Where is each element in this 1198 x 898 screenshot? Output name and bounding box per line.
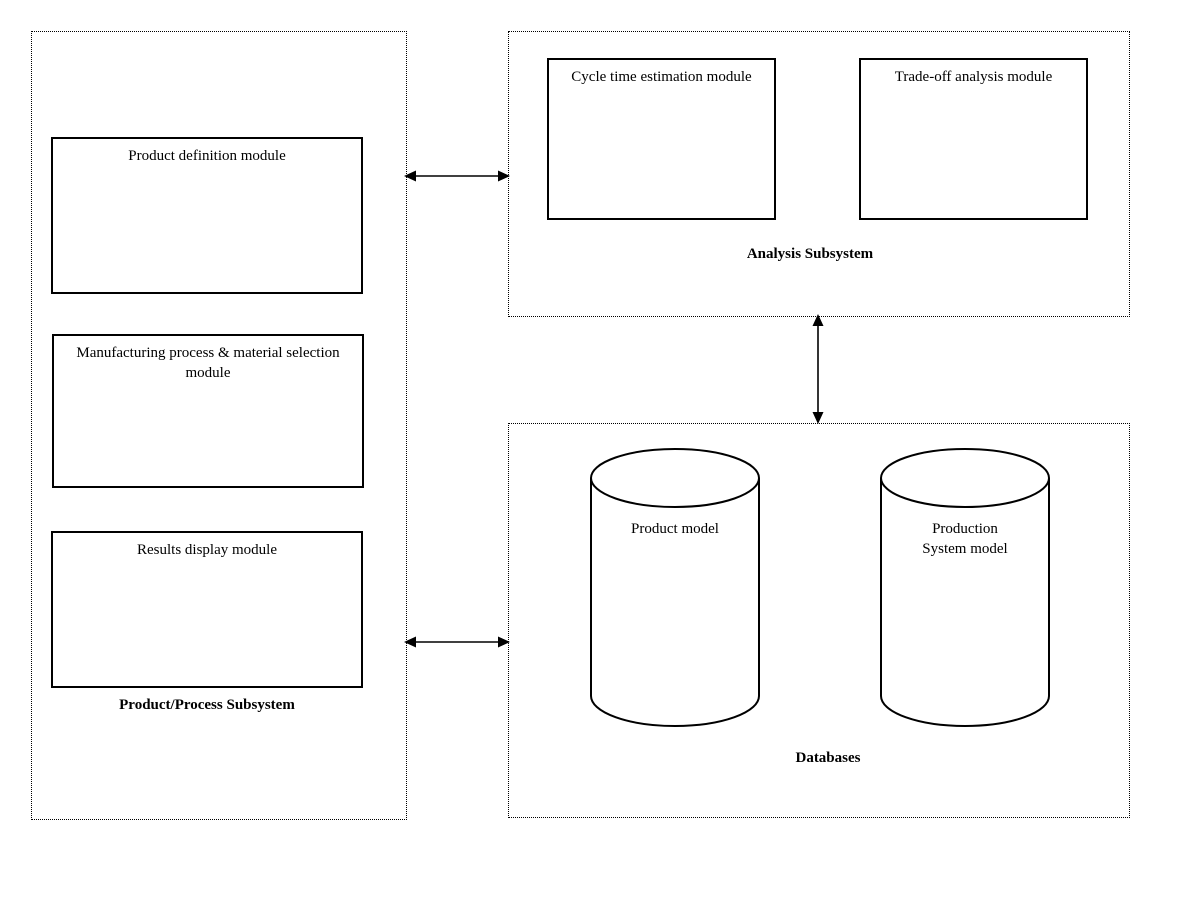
module-manufacturing-process-material-selection[interactable]: Manufacturing process & material selecti… <box>52 334 364 488</box>
module-cycle-time-estimation[interactable]: Cycle time estimation module <box>547 58 776 220</box>
connector-product-process-to-analysis <box>404 166 510 186</box>
double-arrow-horizontal-icon <box>404 636 510 648</box>
double-arrow-vertical-icon <box>812 314 824 424</box>
cylinder-shape-icon <box>880 448 1050 727</box>
module-product-definition[interactable]: Product definition module <box>51 137 363 294</box>
cylinder-shape-icon <box>590 448 760 727</box>
module-product-definition-label: Product definition module <box>128 148 286 164</box>
region-product-process-subsystem <box>31 31 407 820</box>
module-results-display[interactable]: Results display module <box>51 531 363 688</box>
double-arrow-horizontal-icon <box>404 170 510 182</box>
module-trade-off-analysis-label: Trade-off analysis module <box>894 69 1053 85</box>
database-cylinder-product-model[interactable]: Product model <box>589 448 761 727</box>
connector-analysis-to-databases <box>808 314 828 424</box>
caption-analysis-subsystem: Analysis Subsystem <box>746 246 874 262</box>
caption-product-process-subsystem: Product/Process Subsystem <box>119 697 295 713</box>
caption-databases: Databases <box>795 750 861 766</box>
module-cycle-time-estimation-label: Cycle time estimation module <box>571 69 752 85</box>
region-databases <box>508 423 1130 818</box>
module-manufacturing-process-material-selection-label: Manufacturing process & material selecti… <box>76 345 340 381</box>
module-trade-off-analysis[interactable]: Trade-off analysis module <box>859 58 1088 220</box>
connector-product-process-to-databases <box>404 632 510 652</box>
module-results-display-label: Results display module <box>137 542 277 558</box>
database-cylinder-production-system-model[interactable]: Production System model <box>879 448 1051 727</box>
